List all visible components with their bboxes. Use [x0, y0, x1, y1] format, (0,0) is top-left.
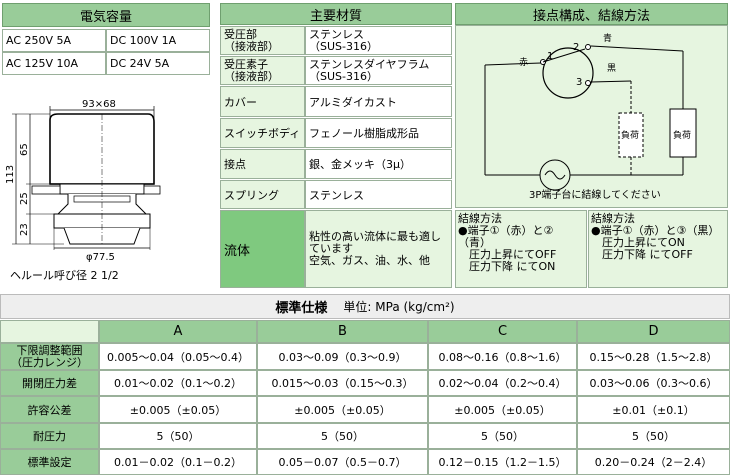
spec-row-label: 耐圧力: [0, 423, 99, 449]
capacity-cell: DC 100V 1A: [106, 29, 210, 52]
ferrule-caption: ヘルール呼び径 2 1/2: [10, 269, 119, 282]
spec-row-label: 許容公差: [0, 396, 99, 423]
dim-65-label: 65: [19, 143, 30, 156]
dim-top-label: 93×68: [82, 99, 116, 110]
spec-cell: 0.08～0.16（0.8～1.6）: [428, 343, 577, 370]
material-value: ステンレスダイヤフラム （SUS-316）: [305, 56, 452, 85]
dim-23-label: 23: [19, 223, 30, 236]
contact-title: 接点構成、結線方法: [455, 3, 728, 25]
material-value: フェノール樹脂成形品: [305, 118, 452, 148]
capacity-cell: DC 24V 5A: [106, 52, 210, 75]
spec-cell: 0.15～0.28（1.5～2.8）: [577, 343, 730, 370]
spec-cell: 0.03～0.06（0.3～0.6）: [577, 370, 730, 396]
spec-col-header: B: [257, 320, 428, 343]
dim-113-label: 113: [5, 165, 16, 184]
red-wire-label: 赤: [519, 57, 528, 68]
svg-text:3: 3: [576, 77, 582, 88]
spec-cell: 0.02～0.04（0.2～0.4）: [428, 370, 577, 396]
spec-cell: 5（50）: [99, 423, 257, 449]
fluid-value: 粘性の高い流体に最も適し ています 空気、ガス、油、水、他: [305, 210, 452, 288]
wiring-method-1: 結線方法 ●端子①（赤）と②（青） 圧力上昇にてOFF 圧力下降 にてON: [455, 210, 587, 288]
spec-row-label: 標準設定: [0, 449, 99, 475]
load-label-right: 負荷: [673, 129, 691, 141]
material-value: ステンレス: [305, 180, 452, 209]
spec-title: 標準仕様: [275, 301, 328, 316]
material-label: スプリング: [220, 180, 305, 209]
capacity-cell: AC 250V 5A: [2, 29, 106, 52]
spec-row-label: 開閉圧力差: [0, 370, 99, 396]
spec-cell: ±0.005（±0.05）: [257, 396, 428, 423]
spec-cell: ±0.005（±0.05）: [428, 396, 577, 423]
terminal-note: 3P端子台に結線してください: [529, 188, 661, 201]
spec-cell: ±0.005（±0.05）: [99, 396, 257, 423]
material-label: 接点: [220, 149, 305, 179]
spec-col-header: A: [99, 320, 257, 343]
blue-wire-label: 青: [603, 32, 612, 44]
fluid-label: 流体: [220, 210, 305, 288]
material-value: アルミダイカスト: [305, 86, 452, 117]
dim-25-label: 25: [19, 192, 30, 205]
spec-cell: 0.005～0.04（0.05～0.4）: [99, 343, 257, 370]
material-value: 銀、金メッキ（3μ）: [305, 149, 452, 179]
material-label: スイッチボディ: [220, 118, 305, 148]
spec-unit: 単位: MPa (kg/cm²): [343, 300, 455, 314]
material-label: 受圧部 （接液部）: [220, 26, 305, 55]
material-label: 受圧素子 （接液部）: [220, 56, 305, 85]
spec-cell: ±0.01（±0.1）: [577, 396, 730, 423]
spec-title-bar: 標準仕様 単位: MPa (kg/cm²): [0, 294, 730, 319]
load-label-dashed: 負荷: [621, 129, 639, 141]
spec-cell: 0.03～0.09（0.3～0.9）: [257, 343, 428, 370]
spec-cell: 5（50）: [257, 423, 428, 449]
wiring-diagram: 1 2 3 赤 青 黒 負荷 負荷 3P端子台に結線してください: [484, 32, 697, 201]
materials-title: 主要材質: [220, 3, 452, 25]
spec-cell: 0.05－0.07（0.5－0.7）: [257, 449, 428, 475]
spec-cell: 5（50）: [577, 423, 730, 449]
spec-cell: 0.01－0.02（0.1－0.2）: [99, 449, 257, 475]
material-value: ステンレス （SUS-316）: [305, 26, 452, 55]
svg-text:2: 2: [573, 42, 579, 53]
spec-cell: 5（50）: [428, 423, 577, 449]
spec-cell: 0.20－0.24（2－2.4）: [577, 449, 730, 475]
spec-row-label: 下限調整範囲 （圧力レンジ）: [0, 343, 99, 370]
dim-phi-label: φ77.5: [86, 252, 115, 263]
spec-cell: 0.12－0.15（1.2－1.5）: [428, 449, 577, 475]
material-label: カバー: [220, 86, 305, 117]
svg-text:1: 1: [547, 51, 553, 62]
black-wire-label: 黒: [607, 63, 616, 74]
wiring-method-2: 結線方法 ●端子①（赤）と③（黒） 圧力上昇にてON 圧力下降 にてOFF: [588, 210, 728, 288]
capacity-title: 電気容量: [2, 3, 210, 27]
spec-col-header: D: [577, 320, 730, 343]
spec-corner: [0, 320, 99, 343]
capacity-cell: AC 125V 10A: [2, 52, 106, 75]
spec-cell: 0.01～0.02（0.1～0.2）: [99, 370, 257, 396]
spec-cell: 0.015～0.03（0.15～0.3）: [257, 370, 428, 396]
product-dimension-drawing: 93×68 φ77.5 113 65 25 23: [5, 99, 161, 263]
spec-col-header: C: [428, 320, 577, 343]
